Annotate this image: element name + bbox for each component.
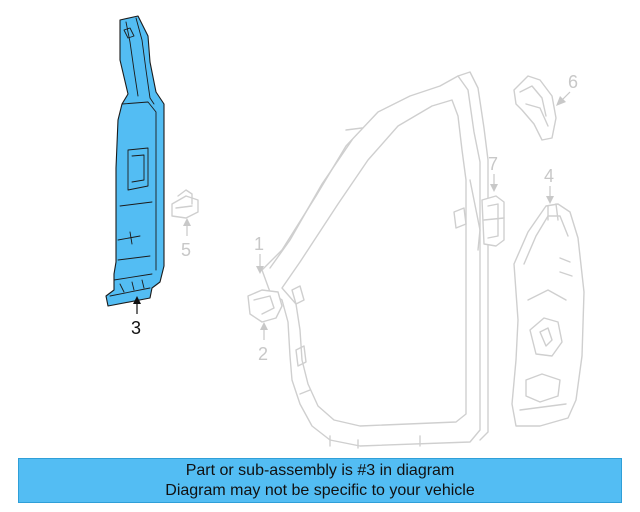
callout-2-label: 2 xyxy=(258,344,268,364)
part-5-bracket[interactable] xyxy=(171,189,199,219)
callout-3[interactable]: 3 xyxy=(131,296,141,338)
callout-7[interactable]: 7 xyxy=(488,154,498,192)
banner-line-1: Part or sub-assembly is #3 in diagram xyxy=(185,462,455,479)
part-4-door-panel[interactable] xyxy=(511,203,585,427)
callout-3-label: 3 xyxy=(131,318,141,338)
part-2-bracket[interactable] xyxy=(247,289,283,323)
callout-3-arrow xyxy=(133,296,141,304)
banner-line-2: Diagram may not be specific to your vehi… xyxy=(165,482,475,499)
door-frame xyxy=(261,71,489,449)
callout-1[interactable]: 1 xyxy=(254,234,264,274)
callout-1-arrow xyxy=(256,266,264,274)
part-3-pillar[interactable] xyxy=(105,15,165,307)
callout-7-label: 7 xyxy=(488,154,498,174)
callout-2-arrow xyxy=(260,322,268,330)
callout-2[interactable]: 2 xyxy=(258,322,268,364)
callout-5-label: 5 xyxy=(181,240,191,260)
callout-6-label: 6 xyxy=(568,72,578,92)
part-6-bracket[interactable] xyxy=(513,75,557,141)
callout-6-arrow xyxy=(556,96,566,106)
part-7-bracket[interactable] xyxy=(481,195,505,247)
callout-5-arrow xyxy=(183,218,191,226)
callout-1-label: 1 xyxy=(254,234,264,254)
callout-4[interactable]: 4 xyxy=(544,166,554,204)
callout-6[interactable]: 6 xyxy=(556,72,578,106)
info-banner: Part or sub-assembly is #3 in diagram Di… xyxy=(18,458,622,503)
callout-4-arrow xyxy=(546,196,554,204)
callout-5[interactable]: 5 xyxy=(181,218,191,260)
callout-6-leader xyxy=(561,91,571,101)
callout-7-arrow xyxy=(490,184,498,192)
callout-4-label: 4 xyxy=(544,166,554,186)
